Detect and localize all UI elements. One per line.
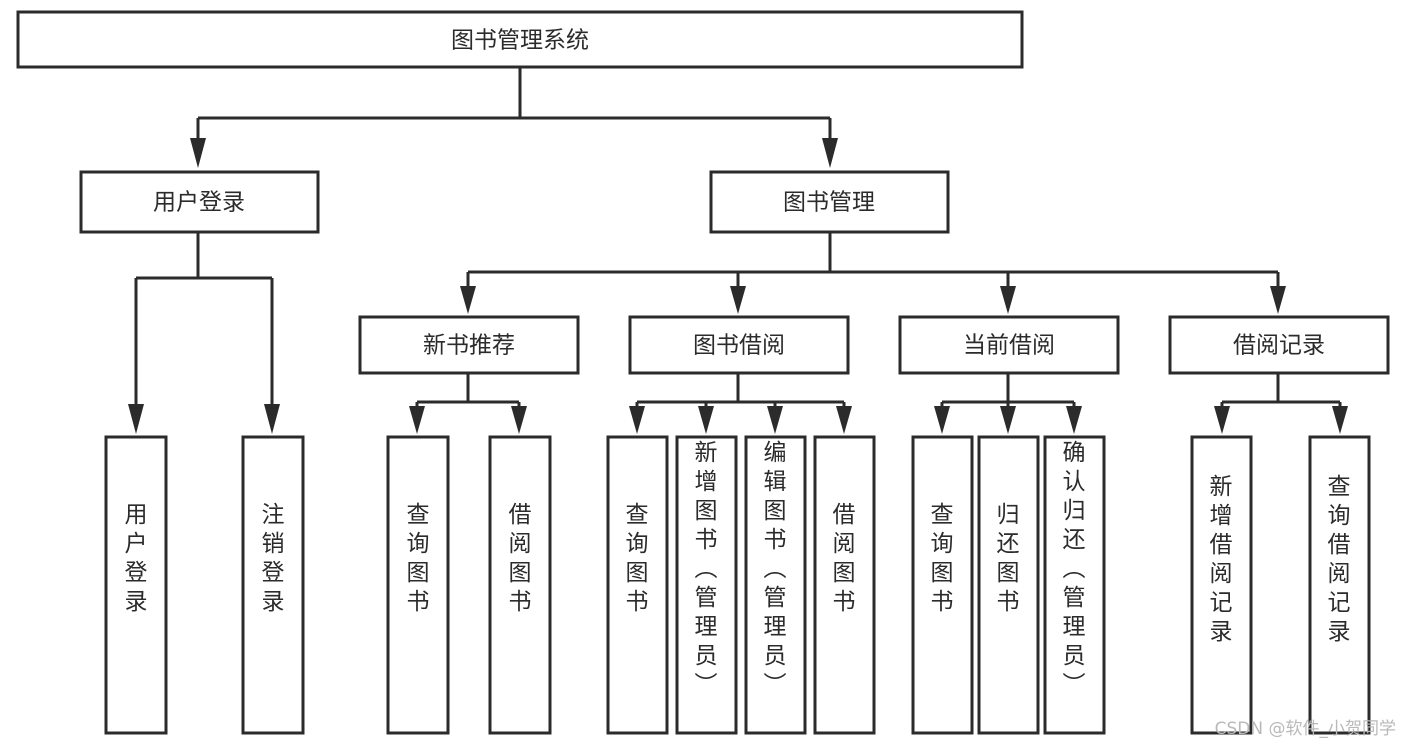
leaf-node-newbook-query-box[interactable] (386, 435, 450, 735)
leaf-node-records-query-box[interactable] (1308, 435, 1371, 735)
leaf-node-borrow-add-book-label: 新增图书︵管理员︶ (695, 440, 718, 698)
node-book-management[interactable]: 图书管理 (709, 170, 950, 234)
arrow-head-borrow-lend (836, 406, 852, 434)
node-new-book-recommend-label: 新书推荐 (423, 333, 515, 359)
arrow-head-book-mgmt (822, 138, 838, 168)
node-root-system-label: 图书管理系统 (451, 28, 589, 54)
leaf-node-newbook-borrow-label: 借阅图书 (509, 502, 532, 615)
arrow-head-borrow-add (698, 406, 714, 434)
leaf-node-borrow-edit-book-label: 编辑图书︵管理员︶ (764, 440, 787, 698)
node-current-borrow-label: 当前借阅 (963, 333, 1055, 359)
leaf-node-logout-label: 注销登录 (262, 502, 285, 615)
leaf-node-current-confirm-return-box[interactable] (1043, 435, 1106, 735)
connector-group-user-login (128, 232, 280, 434)
leaf-node-borrow-lend-book-label: 借阅图书 (833, 502, 856, 615)
leaf-node-current-return-box[interactable] (977, 435, 1040, 735)
arrow-head-book-borrow (730, 286, 746, 314)
arrow-head-current-query (934, 406, 950, 434)
leaf-node-newbook-query-label: 查询图书 (407, 502, 430, 615)
leaf-node-current-confirm-return[interactable]: 确认归还︵管理员︶ (1043, 435, 1106, 735)
arrow-head-borrow-edit (767, 406, 783, 434)
node-root-system[interactable]: 图书管理系统 (16, 10, 1024, 69)
leaf-node-user-login-label: 用户登录 (125, 502, 148, 615)
arrow-head-new-book (460, 286, 476, 314)
connector-group-new-book (409, 373, 527, 434)
connector-group-root (190, 67, 838, 168)
leaf-node-newbook-borrow[interactable]: 借阅图书 (488, 435, 552, 735)
leaf-node-borrow-query-label: 查询图书 (626, 502, 649, 615)
arrow-head-records-query (1332, 406, 1348, 434)
leaf-node-logout-box[interactable] (241, 435, 305, 735)
leaf-node-current-query-label: 查询图书 (931, 502, 954, 615)
node-root-system-box[interactable] (16, 10, 1024, 69)
leaf-node-current-query[interactable]: 查询图书 (911, 435, 974, 735)
connector-group-book-borrow (629, 373, 852, 434)
leaf-node-current-confirm-return-label: 确认归还︵管理员︶ (1063, 440, 1086, 698)
node-new-book-recommend[interactable]: 新书推荐 (358, 315, 580, 375)
arrow-head-borrow-records (1270, 286, 1286, 314)
arrow-head-newbook-query (409, 406, 425, 434)
node-user-login-box[interactable] (79, 170, 320, 234)
leaf-node-borrow-edit-book[interactable]: 编辑图书︵管理员︶ (744, 435, 807, 735)
node-book-management-label: 图书管理 (783, 190, 875, 216)
leaf-node-current-return-label: 归还图书 (997, 502, 1020, 615)
node-borrow-records-box[interactable] (1168, 315, 1390, 375)
node-current-borrow-box[interactable] (898, 315, 1120, 375)
leaf-node-current-return[interactable]: 归还图书 (977, 435, 1040, 735)
arrow-head-current-confirm (1066, 406, 1082, 434)
leaf-node-records-query[interactable]: 查询借阅记录 (1308, 435, 1371, 735)
leaf-node-logout[interactable]: 注销登录 (241, 435, 305, 735)
node-user-login-label: 用户登录 (153, 190, 245, 216)
arrow-head-user-login (190, 138, 206, 168)
leaf-node-borrow-lend-book[interactable]: 借阅图书 (813, 435, 876, 735)
arrow-head-borrow-query (629, 406, 645, 434)
node-current-borrow[interactable]: 当前借阅 (898, 315, 1120, 375)
node-book-borrow-box[interactable] (628, 315, 850, 375)
leaf-node-newbook-query[interactable]: 查询图书 (386, 435, 450, 735)
leaf-node-user-login-box[interactable] (104, 435, 168, 735)
leaf-node-records-add-label: 新增借阅记录 (1210, 474, 1233, 645)
leaf-node-records-query-label: 查询借阅记录 (1328, 474, 1351, 645)
arrow-head-current-return (1000, 406, 1016, 434)
leaf-node-records-add[interactable]: 新增借阅记录 (1190, 435, 1253, 735)
arrow-head-leaf-user-login (128, 404, 144, 434)
node-borrow-records[interactable]: 借阅记录 (1168, 315, 1390, 375)
connector-group-book-mgmt (460, 232, 1286, 314)
leaf-node-borrow-edit-book-box[interactable] (744, 435, 807, 735)
node-borrow-records-label: 借阅记录 (1233, 333, 1325, 359)
connector-group-borrow-records (1214, 373, 1348, 434)
leaf-node-current-query-box[interactable] (911, 435, 974, 735)
leaf-node-borrow-query[interactable]: 查询图书 (606, 435, 669, 735)
leaf-node-newbook-borrow-box[interactable] (488, 435, 552, 735)
leaf-node-borrow-query-box[interactable] (606, 435, 669, 735)
node-new-book-recommend-box[interactable] (358, 315, 580, 375)
leaf-node-borrow-add-book-box[interactable] (675, 435, 738, 735)
arrow-head-records-add (1214, 406, 1230, 434)
node-book-borrow-label: 图书借阅 (693, 333, 785, 359)
node-book-borrow[interactable]: 图书借阅 (628, 315, 850, 375)
connector-group-current-borrow (934, 373, 1082, 434)
leaf-node-borrow-lend-book-box[interactable] (813, 435, 876, 735)
arrow-head-current-borrow (1000, 286, 1016, 314)
leaf-node-records-add-box[interactable] (1190, 435, 1253, 735)
leaf-node-user-login[interactable]: 用户登录 (104, 435, 168, 735)
arrow-head-newbook-borrow (511, 406, 527, 434)
node-user-login[interactable]: 用户登录 (79, 170, 320, 234)
node-book-management-box[interactable] (709, 170, 950, 234)
csdn-watermark: CSDN @软件_小贺同学 (1215, 719, 1396, 739)
leaf-node-borrow-add-book[interactable]: 新增图书︵管理员︶ (675, 435, 738, 735)
arrow-head-leaf-logout (264, 404, 280, 434)
